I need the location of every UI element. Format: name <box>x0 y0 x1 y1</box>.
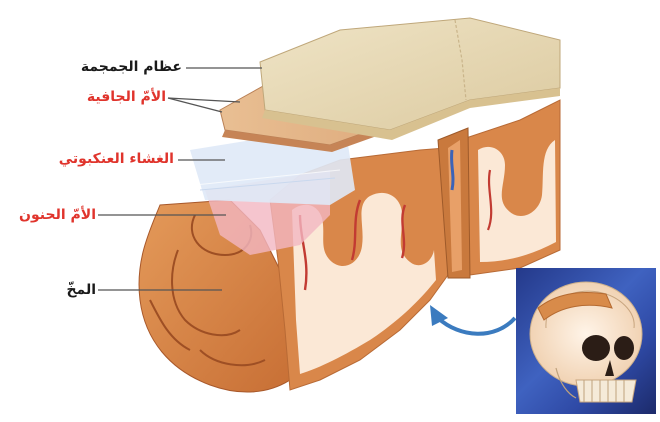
brain-right-section <box>460 100 560 275</box>
label-dura-mater: الأمّ الجافية <box>72 88 166 106</box>
label-brain: المخّ <box>30 281 96 299</box>
label-arachnoid: الغشاء العنكبوتي <box>36 150 174 168</box>
skull-inset-icon <box>516 268 656 414</box>
skull-inset <box>516 268 656 414</box>
label-skull-bone: عظام الجمجمة <box>70 58 182 76</box>
label-pia-mater: الأمّ الحنون <box>4 206 96 224</box>
curved-arrow-icon <box>430 305 515 334</box>
